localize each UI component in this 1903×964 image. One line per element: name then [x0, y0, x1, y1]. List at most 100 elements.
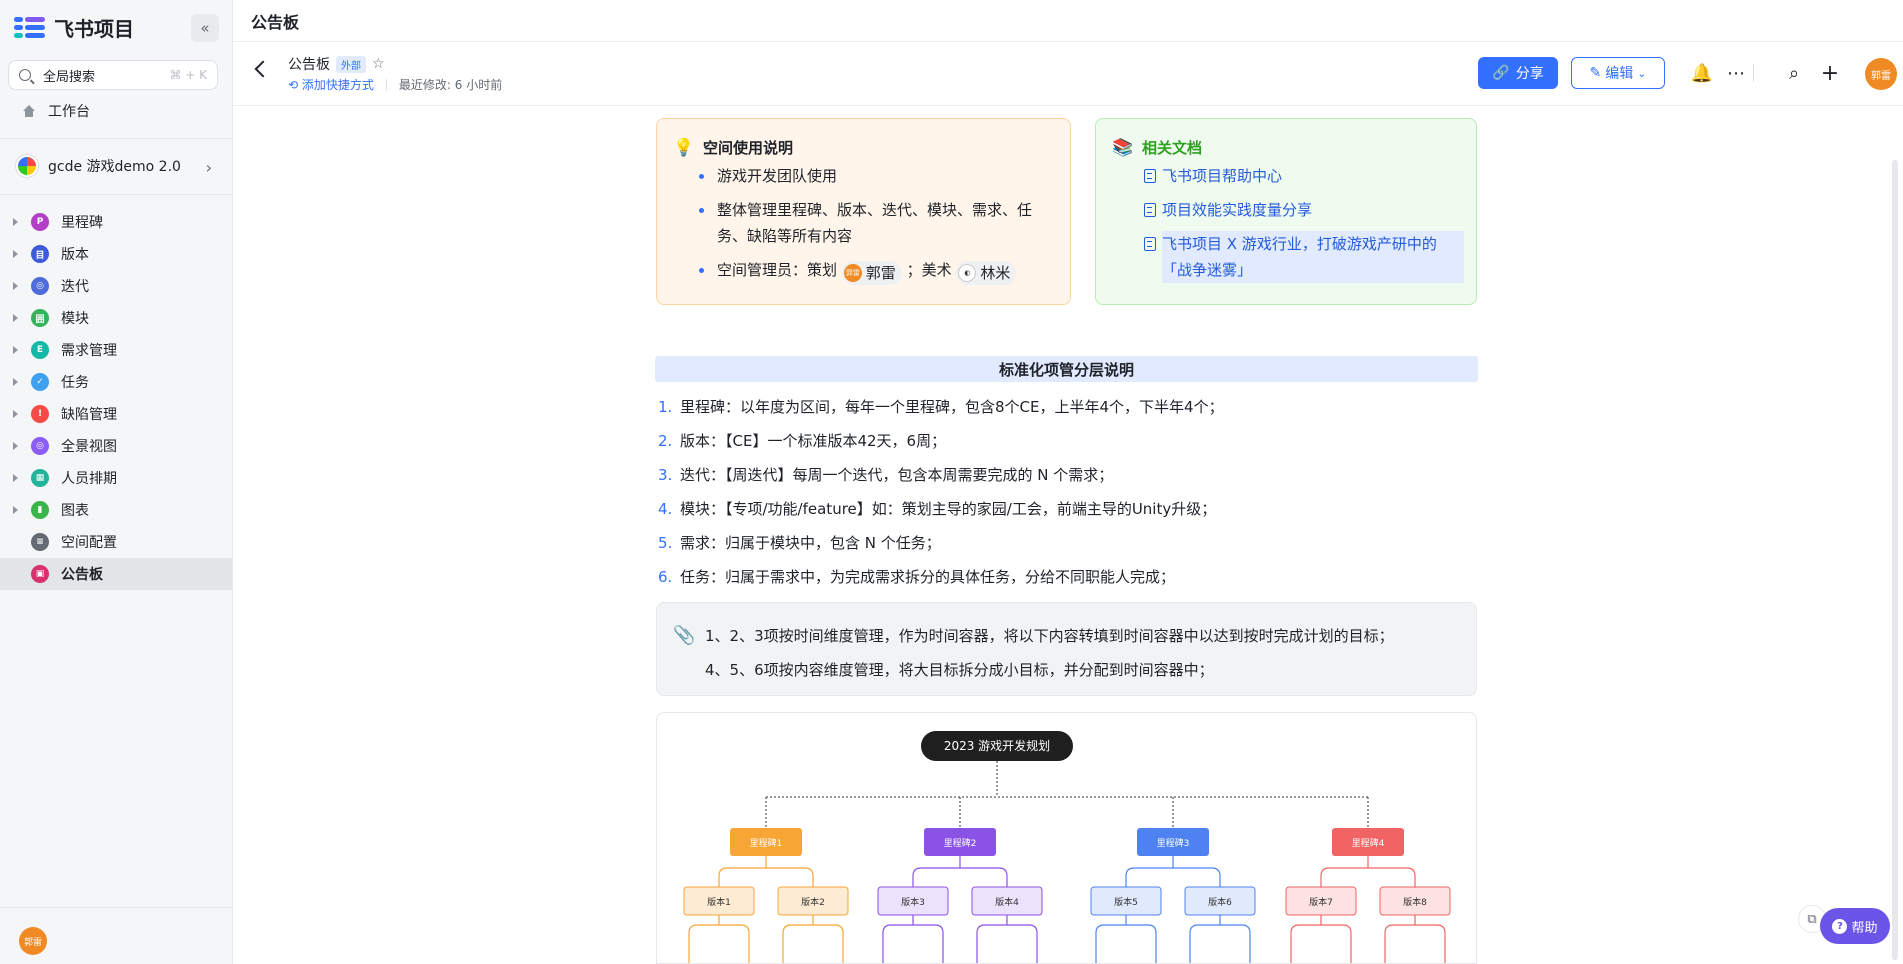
help-label: 帮助 [1851, 920, 1878, 936]
settings-icon: ≡ [31, 533, 49, 551]
sidebar-item-label: 模块 [61, 311, 89, 327]
edit-button[interactable]: ✎ 编辑 ⌄ [1571, 57, 1665, 89]
link-icon: 🔗 [1492, 65, 1510, 81]
list-item: 6.任务：归属于需求中，为完成需求拆分的具体任务，分给不同职能人完成； [658, 560, 1478, 594]
expand-caret-icon[interactable] [13, 474, 18, 482]
sidebar-item-panorama[interactable]: ◎全景视图 [0, 430, 232, 462]
sidebar: 飞书项目 « 全局搜索 ⌘ + K 工作台 gcde 游戏demo 2.0 › … [0, 0, 233, 964]
search-icon[interactable]: ⌕ [1788, 62, 1800, 84]
user-mention[interactable]: ◐林米 [956, 261, 1017, 285]
external-badge: 外部 [336, 55, 366, 73]
sidebar-item-label: 缺陷管理 [61, 407, 117, 423]
doc-link-label: 项目效能实践度量分享 [1162, 201, 1313, 219]
sidebar-item-tasks[interactable]: ✓任务 [0, 366, 232, 398]
space-switcher[interactable]: gcde 游戏demo 2.0 › [0, 152, 232, 180]
collapse-sidebar-button[interactable]: « [191, 14, 219, 42]
mention-name: 林米 [980, 264, 1011, 282]
document-icon [1144, 237, 1156, 251]
mindmap-connector [882, 915, 944, 963]
nav-workbench[interactable]: 工作台 [0, 98, 232, 124]
add-shortcut-link[interactable]: ⟲ 添加快捷方式 [288, 78, 374, 92]
mindmap-connector [688, 915, 750, 963]
related-docs-title: 相关文档 [1142, 139, 1203, 157]
scrollbar[interactable] [1892, 160, 1898, 960]
expand-caret-icon[interactable] [13, 410, 18, 418]
doc-link-help-center[interactable]: 飞书项目帮助中心 [1144, 163, 1464, 189]
expand-caret-icon[interactable] [13, 506, 18, 514]
space-name: gcde 游戏demo 2.0 [48, 159, 181, 175]
divider [385, 78, 387, 91]
sidebar-item-version[interactable]: 目版本 [0, 238, 232, 270]
books-icon: 📚 [1112, 137, 1134, 158]
chart-icon: ▮ [31, 501, 49, 519]
mindmap-version-label: 版本2 [801, 896, 825, 908]
more-icon[interactable]: ⋯ [1727, 62, 1745, 84]
mindmap-version-label: 版本7 [1309, 896, 1333, 908]
expand-caret-icon[interactable] [13, 314, 18, 322]
mindmap-version-label: 版本8 [1403, 896, 1427, 908]
layer-section-heading: 标准化项管分层说明 [655, 356, 1478, 382]
sidebar-item-charts[interactable]: ▮图表 [0, 494, 232, 526]
mindmap-version-label: 版本1 [707, 896, 731, 908]
bulletin-icon: ▣ [31, 565, 49, 583]
mindmap-connector [1125, 856, 1221, 887]
back-arrow-icon[interactable] [254, 60, 272, 78]
sidebar-item-bulletin-board[interactable]: ▣公告板 [0, 558, 232, 590]
bell-icon[interactable]: 🔔 [1690, 62, 1714, 84]
star-icon[interactable]: ☆ [372, 56, 385, 72]
global-search-input[interactable]: 全局搜索 ⌘ + K [8, 60, 218, 90]
note-line: 4、5、6项按内容维度管理，将大目标拆分成小目标，并分配到时间容器中； [705, 661, 1214, 679]
usage-list: 游戏开发团队使用 整体管理里程碑、版本、迭代、模块、需求、任务、缺陷等所有内容 … [699, 163, 1057, 293]
expand-caret-icon[interactable] [13, 378, 18, 386]
share-button[interactable]: 🔗 分享 [1478, 57, 1558, 89]
space-avatar [16, 155, 38, 177]
sidebar-item-label: 人员排期 [61, 471, 117, 487]
list-item: 4.模块：【专项/功能/feature】如：策划主导的家园/工会，前端主导的Un… [658, 492, 1478, 526]
mindmap-version-label: 版本3 [901, 896, 925, 908]
milestone-icon: P [31, 213, 49, 231]
expand-caret-icon[interactable] [13, 442, 18, 450]
sidebar-item-label: 迭代 [61, 279, 89, 295]
user-mention[interactable]: 郭雷郭雷 [841, 261, 902, 285]
avatar: 郭雷 [843, 264, 862, 282]
mindmap-connector [1095, 915, 1157, 963]
mindmap-milestone-label: 里程碑4 [1352, 837, 1385, 849]
sidebar-item-defects[interactable]: !缺陷管理 [0, 398, 232, 430]
document-icon [1144, 169, 1156, 183]
doc-title: 公告板 [288, 57, 330, 73]
mention-name: 郭雷 [865, 264, 896, 282]
sidebar-item-space-config[interactable]: ≡空间配置 [0, 526, 232, 558]
sidebar-item-staff-schedule[interactable]: ▦人员排期 [0, 462, 232, 494]
mindmap-milestone-node [924, 828, 996, 856]
related-docs-list: 飞书项目帮助中心 项目效能实践度量分享 飞书项目 X 游戏行业，打破游戏产研中的… [1144, 163, 1464, 291]
mindmap-milestone-node [1332, 828, 1404, 856]
version-icon: 目 [31, 245, 49, 263]
doc-link-efficiency[interactable]: 项目效能实践度量分享 [1144, 197, 1464, 223]
expand-caret-icon[interactable] [13, 250, 18, 258]
edit-label: 编辑 [1605, 66, 1634, 82]
doc-link-game-industry[interactable]: 飞书项目 X 游戏行业，打破游戏产研中的「战争迷雾」 [1144, 231, 1464, 283]
list-item: 游戏开发团队使用 [699, 163, 1057, 189]
expand-caret-icon[interactable] [13, 218, 18, 226]
expand-caret-icon[interactable] [13, 282, 18, 290]
list-number: 4. [658, 500, 673, 518]
mindmap-connector [782, 915, 844, 963]
usage-callout-header: 💡 空间使用说明 [673, 137, 793, 158]
sidebar-item-module[interactable]: 囲模块 [0, 302, 232, 334]
current-user-avatar[interactable]: 郭雷 [1865, 58, 1897, 90]
user-avatar[interactable]: 郭雷 [19, 927, 47, 955]
help-button[interactable]: ? 帮助 [1820, 908, 1890, 944]
divider [1753, 64, 1754, 82]
module-icon: 囲 [31, 309, 49, 327]
share-label: 分享 [1515, 66, 1544, 82]
section-heading-text: 标准化项管分层说明 [998, 360, 1134, 379]
sidebar-item-iteration[interactable]: ◎ 迭代 [0, 270, 232, 302]
expand-caret-icon[interactable] [13, 346, 18, 354]
iteration-icon: ◎ [31, 277, 49, 295]
mindmap-version-label: 版本6 [1208, 896, 1232, 908]
plus-icon[interactable]: + [1820, 60, 1840, 86]
